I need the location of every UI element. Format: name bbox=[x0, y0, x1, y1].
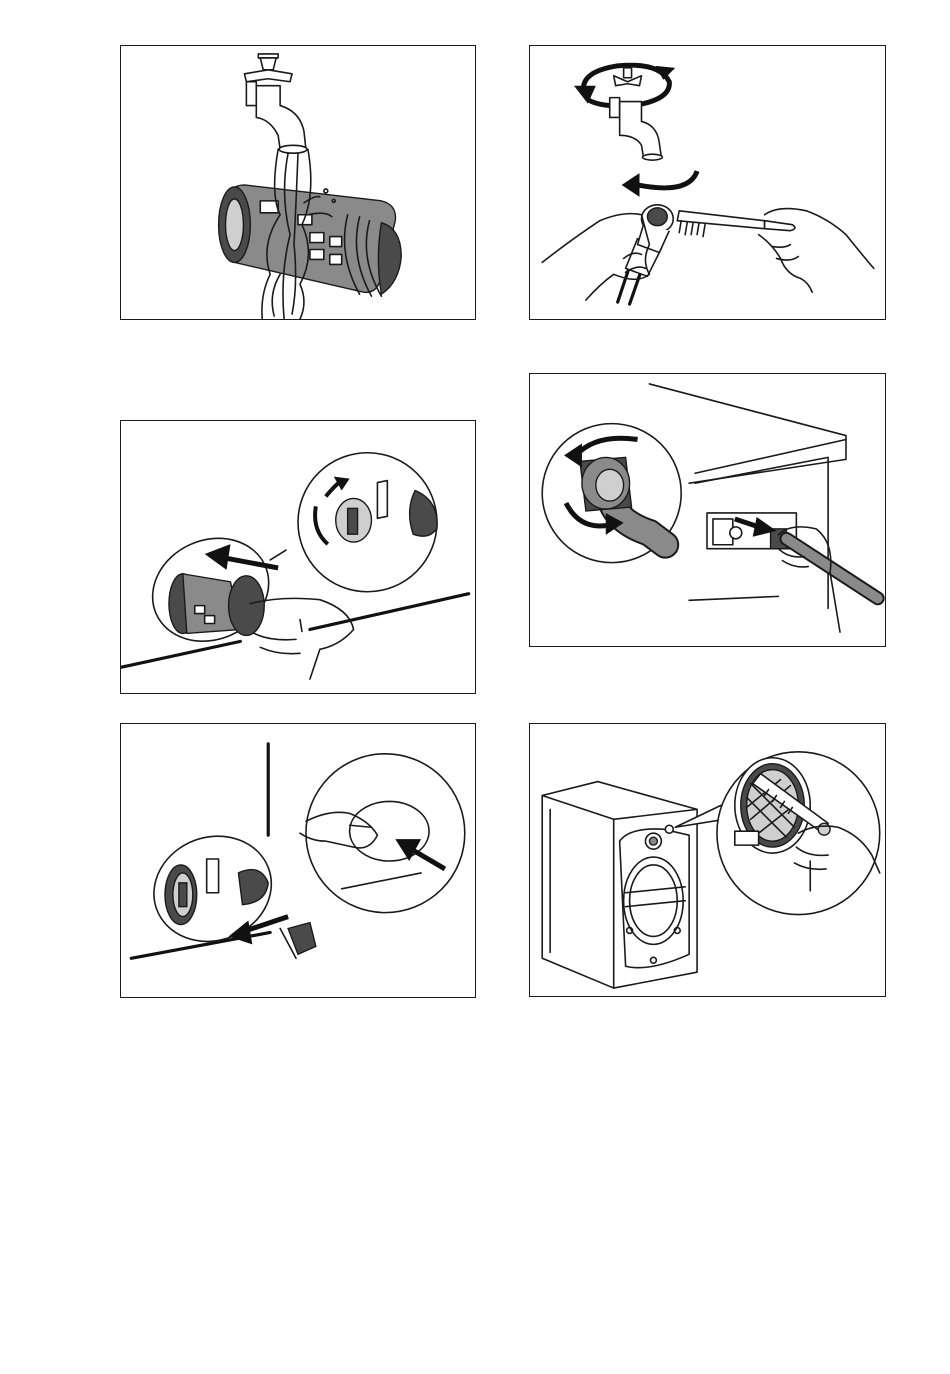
drain-filter-icon bbox=[298, 453, 437, 592]
hose-fitting-icon bbox=[542, 424, 681, 563]
hose-fitting-icon bbox=[280, 923, 316, 959]
unscrew-hose-illustration bbox=[530, 374, 885, 646]
drain-filter-icon bbox=[169, 574, 264, 636]
washing-machine-icon bbox=[542, 782, 697, 988]
clean-inlet-filter-illustration bbox=[530, 724, 885, 996]
brush-icon bbox=[677, 211, 795, 237]
rinse-filter-illustration bbox=[121, 46, 475, 319]
refit-filter-illustration bbox=[121, 724, 475, 997]
brush-hose-illustration bbox=[530, 46, 885, 319]
hand-icon bbox=[250, 598, 353, 679]
panel-refit-drain-filter bbox=[120, 723, 476, 998]
tap-icon bbox=[610, 68, 663, 160]
panel-brush-hose-filter bbox=[529, 45, 886, 320]
drain-filter-icon bbox=[306, 754, 465, 913]
panel-unscrew-hose bbox=[529, 373, 886, 647]
tap-icon bbox=[244, 54, 307, 153]
panel-clean-inlet-filter bbox=[529, 723, 886, 997]
remove-filter-illustration bbox=[121, 421, 475, 693]
hand-icon bbox=[759, 209, 874, 293]
drain-filter-icon bbox=[219, 185, 402, 296]
rotate-arrow-icon bbox=[622, 171, 697, 197]
panel-rinse-filter bbox=[120, 45, 476, 320]
panel-remove-drain-filter bbox=[120, 420, 476, 694]
drain-filter-icon bbox=[139, 820, 286, 958]
